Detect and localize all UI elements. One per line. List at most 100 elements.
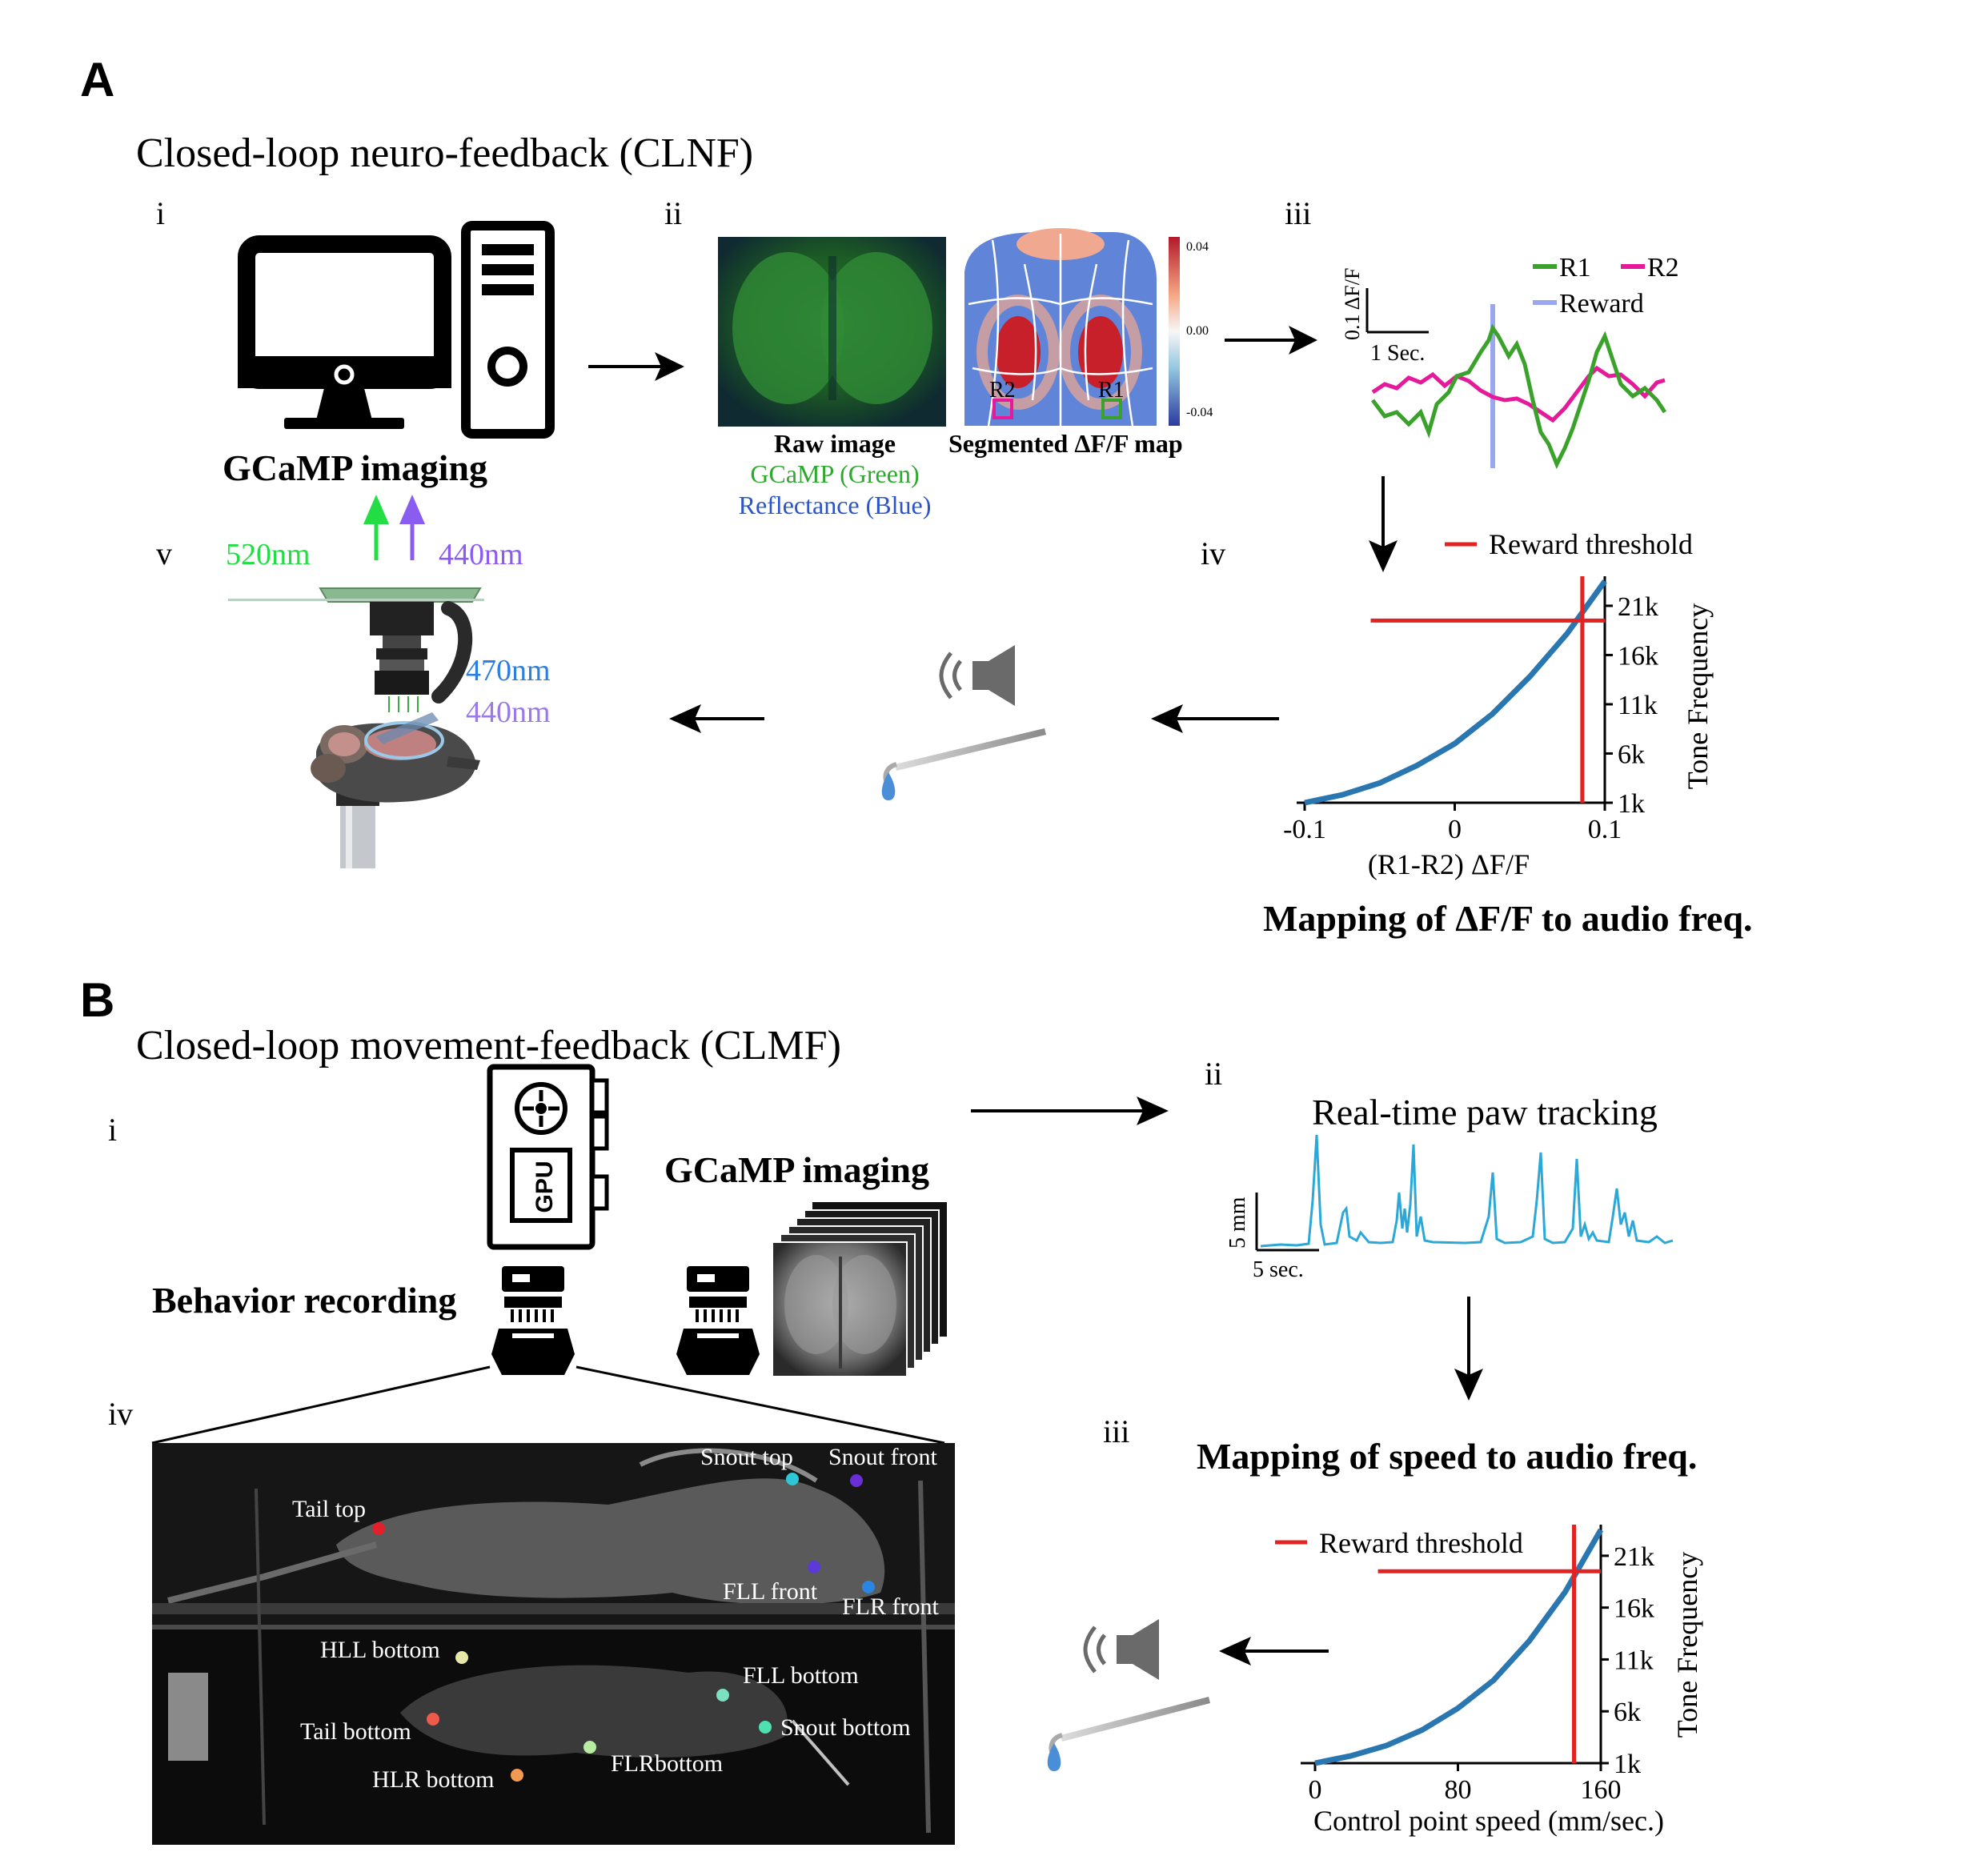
paw-tracking-trace — [1255, 1134, 1674, 1252]
arrow-tracking-to-mapping — [1454, 1297, 1483, 1401]
keypoint-label: HLR bottom — [372, 1766, 495, 1793]
excitation-arrows — [363, 495, 425, 560]
roi-r1-label: R1 — [1098, 378, 1125, 403]
panel-b-i-label: i — [108, 1112, 117, 1148]
keypoint-label: Snout front — [828, 1444, 938, 1470]
panel-b-title: Closed-loop movement-feedback (CLMF) — [136, 1023, 841, 1068]
keypoint-label: FLL front — [723, 1578, 818, 1605]
keypoint-label: Tail bottom — [300, 1718, 411, 1745]
colorbar-tick-mid: 0.00 — [1186, 324, 1209, 338]
panel-a-v-label: v — [156, 535, 172, 571]
panel-a-letter: A — [80, 53, 114, 106]
keypoint-label: FLL bottom — [743, 1662, 859, 1689]
panel-a-i-label: i — [156, 195, 165, 231]
reflectance-blue-label: Reflectance (Blue) — [739, 491, 932, 519]
segmented-map-label: Segmented ΔF/F map — [948, 429, 1183, 458]
panel-a-ii-label: ii — [664, 195, 682, 231]
y-tick-label: 16k — [1618, 641, 1658, 671]
keypoint-label: Snout top — [700, 1444, 793, 1470]
y-tick-label: 11k — [1618, 691, 1658, 720]
keypoint-label: HLL bottom — [320, 1637, 440, 1663]
x-tick-label: 0.1 — [1588, 815, 1622, 844]
trace-scale-y: 0.1 ΔF/F — [1341, 268, 1364, 340]
paw-scale-y: 5 mm — [1225, 1197, 1250, 1249]
keypoint-label: Tail top — [292, 1496, 366, 1522]
y-tick-label: 21k — [1618, 592, 1658, 622]
raw-image — [718, 237, 946, 427]
arrow-gpu-to-tracking — [971, 1096, 1169, 1125]
segmented-dff-map — [964, 228, 1157, 427]
gpu-card-icon — [487, 1064, 609, 1250]
raw-image-label: Raw image — [774, 429, 896, 458]
arrow-mapping-b-to-reward — [1219, 1637, 1329, 1666]
legend-reward: Reward — [1559, 289, 1644, 319]
panel-a-gcamp-imaging: GCaMP imaging — [223, 447, 487, 488]
panel-b-mapping-title: Mapping of speed to audio freq. — [1197, 1436, 1697, 1477]
keypoint-label: FLR front — [842, 1593, 940, 1620]
mapping-curve — [1304, 579, 1607, 806]
water-spout-b-icon — [1047, 1697, 1210, 1771]
chart-b-legend-label: Reward threshold — [1319, 1527, 1523, 1559]
panel-b-iii-label: iii — [1103, 1413, 1129, 1449]
x-tick-label: 0 — [1448, 815, 1462, 844]
y-tick-label: 6k — [1618, 740, 1645, 769]
legend-r2: R2 — [1647, 253, 1679, 283]
x-tick-label: -0.1 — [1283, 815, 1326, 844]
computer-tower-icon — [461, 221, 555, 439]
chart-a-ylabel: Tone Frequency — [1682, 603, 1714, 789]
keypoint-label: FLRbottom — [611, 1750, 723, 1777]
keypoint-dot — [808, 1561, 820, 1573]
colorbar-tick-bottom: -0.04 — [1186, 406, 1213, 419]
panel-a-iv-label: iv — [1201, 535, 1225, 571]
panel-a-title: Closed-loop neuro-feedback (CLNF) — [136, 130, 753, 176]
mapping-curve — [1314, 1528, 1604, 1766]
speaker-icon — [939, 645, 1015, 706]
dff-trace-plot — [1365, 288, 1667, 470]
chart-b-ylabel: Tone Frequency — [1671, 1552, 1703, 1738]
paw-tracking-title: Real-time paw tracking — [1312, 1092, 1658, 1132]
keypoint-label: Snout bottom — [780, 1714, 911, 1741]
panel-b-iv-label: iv — [108, 1396, 133, 1432]
wavelength-470-label: 470nm — [466, 654, 551, 687]
y-tick-label: 1k — [1614, 1750, 1641, 1779]
computer-monitor-icon — [238, 235, 451, 429]
arrow-mapping-to-reward — [1151, 704, 1279, 733]
wavelength-520-label: 520nm — [226, 538, 311, 571]
keypoint-dot — [427, 1713, 439, 1726]
y-tick-label: 16k — [1614, 1594, 1654, 1624]
panel-a-mapping-title: Mapping of ΔF/F to audio freq. — [1263, 898, 1753, 939]
behavior-video-frame — [152, 1443, 955, 1845]
gcamp-green-label: GCaMP (Green) — [750, 459, 919, 488]
trace-legend — [1533, 264, 1645, 305]
gpu-label: GPU — [531, 1160, 558, 1213]
x-tick-label: 160 — [1581, 1775, 1622, 1805]
arrow-trace-to-mapping — [1369, 476, 1398, 572]
colorbar — [1169, 237, 1180, 426]
gcamp-image-stack — [772, 1202, 947, 1377]
zoom-lines — [151, 1365, 945, 1445]
trace-r1 — [1371, 323, 1667, 470]
y-tick-label: 11k — [1614, 1646, 1654, 1675]
chart-b-xlabel: Control point speed (mm/sec.) — [1313, 1805, 1664, 1837]
keypoint-dot — [511, 1769, 523, 1782]
roi-r2-label: R2 — [989, 378, 1016, 403]
paw-scale-x: 5 sec. — [1253, 1257, 1304, 1282]
keypoint-dot — [759, 1721, 772, 1734]
y-tick-label: 21k — [1614, 1542, 1654, 1572]
behavior-recording-label: Behavior recording — [152, 1280, 456, 1321]
keypoint-dot — [850, 1474, 863, 1487]
keypoint-dot — [455, 1651, 468, 1664]
keypoint-dot — [716, 1689, 729, 1702]
trace-scale-x: 1 Sec. — [1370, 341, 1425, 366]
keypoint-dot — [862, 1581, 875, 1593]
arrow-map-to-trace — [1225, 326, 1317, 355]
water-spout-icon — [881, 728, 1046, 800]
keypoint-dot — [372, 1522, 385, 1535]
gcamp-camera-icon — [676, 1266, 760, 1375]
wavelength-440-bottom-label: 440nm — [466, 695, 551, 729]
